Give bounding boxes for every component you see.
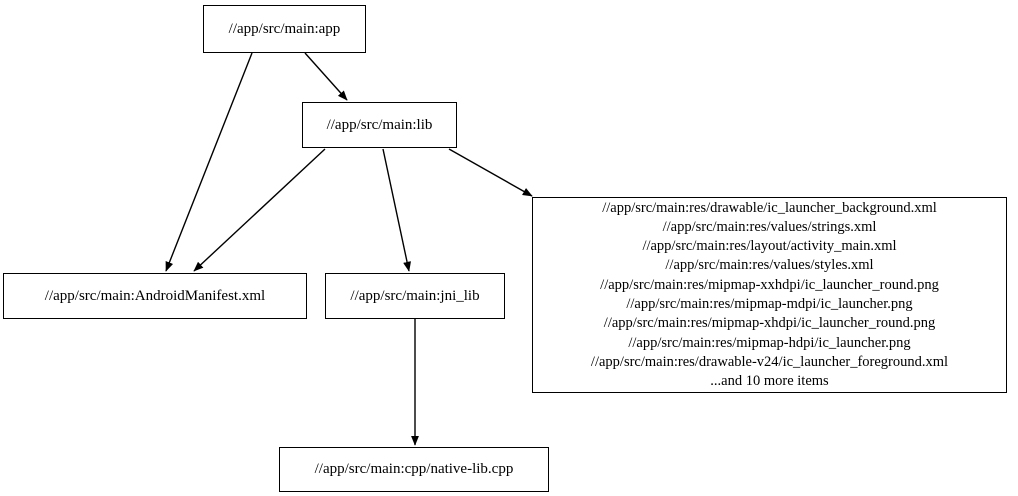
node-native-lib-cpp-label: //app/src/main:cpp/native-lib.cpp: [314, 461, 514, 477]
node-app[interactable]: //app/src/main:app: [203, 5, 366, 53]
resource-list-line: //app/src/main:res/drawable/ic_launcher_…: [602, 199, 937, 216]
resource-list-line: //app/src/main:res/mipmap-xhdpi/ic_launc…: [603, 315, 936, 332]
node-lib-label: //app/src/main:lib: [326, 116, 433, 133]
edge-lib-to-manifest: [193, 148, 326, 272]
resource-list-line: //app/src/main:res/layout/activity_main.…: [642, 238, 897, 255]
edge-app-to-manifest: [165, 52, 253, 272]
node-resource-list-labels: //app/src/main:res/drawable/ic_launcher_…: [533, 199, 1006, 392]
node-native-lib-cpp[interactable]: //app/src/main:cpp/native-lib.cpp: [279, 447, 549, 492]
node-app-label: //app/src/main:app: [228, 20, 341, 37]
node-jni-lib[interactable]: //app/src/main:jni_lib: [325, 273, 505, 319]
node-jni-lib-label: //app/src/main:jni_lib: [350, 287, 480, 304]
resource-list-line: //app/src/main:res/drawable-v24/ic_launc…: [590, 353, 949, 370]
edge-lib-to-reslist: [448, 148, 533, 197]
edge-lib-to-jni: [382, 148, 411, 272]
node-android-manifest-label: //app/src/main:AndroidManifest.xml: [44, 287, 266, 304]
node-resource-list[interactable]: //app/src/main:res/drawable/ic_launcher_…: [532, 197, 1007, 393]
resource-list-line: //app/src/main:res/values/strings.xml: [662, 218, 877, 235]
resource-list-line: //app/src/main:res/mipmap-mdpi/ic_launch…: [626, 296, 913, 312]
node-lib[interactable]: //app/src/main:lib: [302, 102, 457, 148]
resource-list-line: //app/src/main:res/mipmap-hdpi/ic_launch…: [628, 334, 911, 351]
resource-list-line: ...and 10 more items: [710, 373, 829, 390]
edge-app-to-lib: [304, 52, 348, 101]
resource-list-line: //app/src/main:res/values/styles.xml: [665, 257, 874, 274]
resource-list-line: //app/src/main:res/mipmap-xxhdpi/ic_laun…: [600, 276, 939, 293]
node-android-manifest[interactable]: //app/src/main:AndroidManifest.xml: [3, 273, 307, 319]
